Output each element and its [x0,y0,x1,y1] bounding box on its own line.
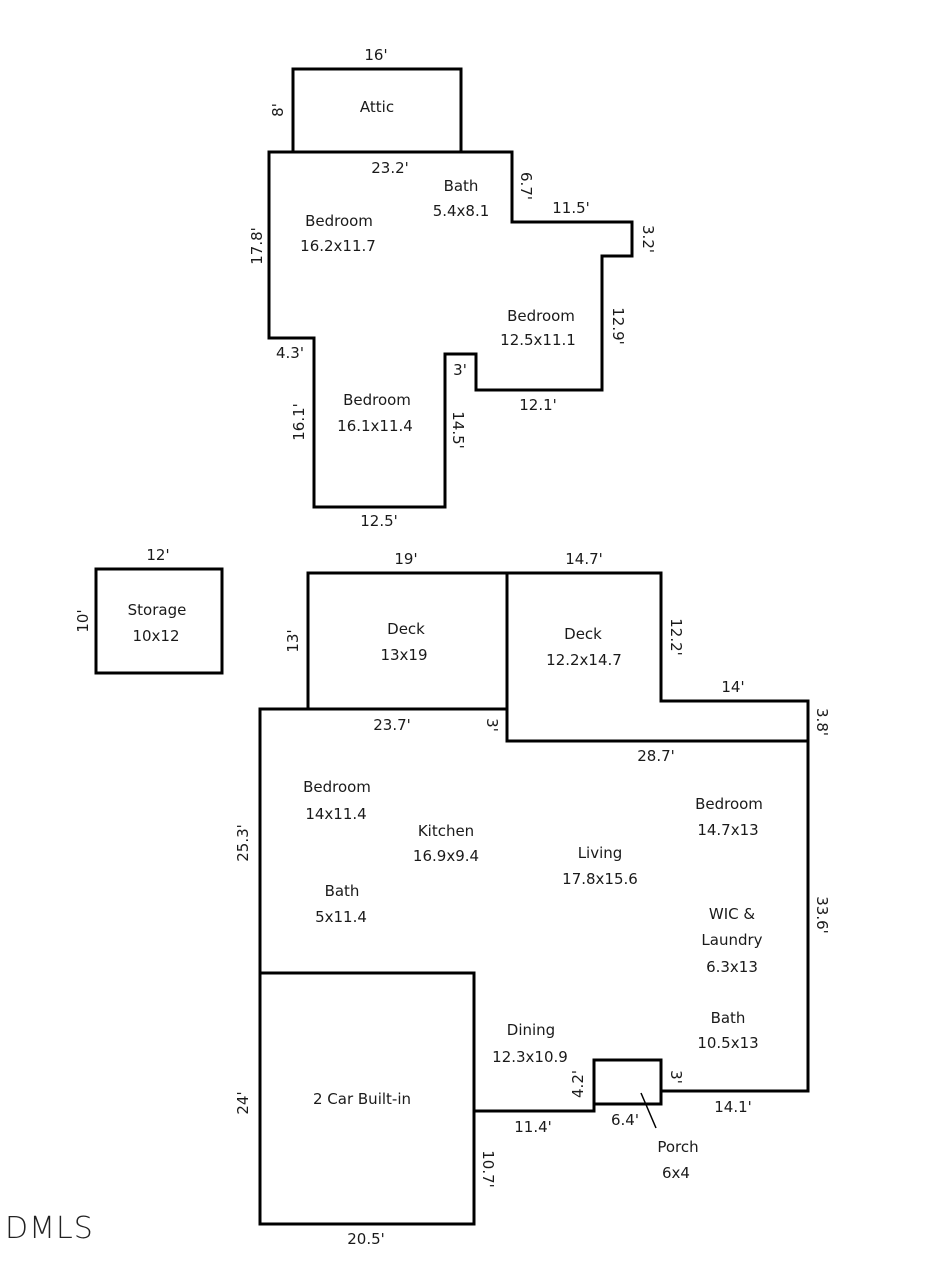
dim-label: 14.5' [449,411,467,449]
dim-label: 14.7' [565,550,603,568]
deck-left-outline [306,571,509,711]
room-size-bath-main-1: 5x11.4 [315,908,367,926]
dim-label: 12.1' [519,396,557,414]
dim-label: 10' [74,609,92,632]
dim-label: 3.8' [813,708,831,736]
porch-pointer-line [640,1092,657,1129]
room-label-bath: Bath [444,177,479,195]
room-label-deck-2: Deck [564,625,602,643]
dim-label: 4.2' [569,1070,587,1098]
room-label-wic-laundry: WIC & [709,905,755,923]
storage-outline [94,567,224,675]
room-label-bedroom-main-2: Bedroom [695,795,763,813]
upper-floor-outline [267,150,634,509]
dim-label: 12.2' [667,618,685,656]
dim-label: 23.7' [373,716,411,734]
room-label-bedroom-2: Bedroom [507,307,575,325]
room-size-deck-1: 13x19 [380,646,427,664]
brand-logo-text: DMLS [5,1211,94,1246]
room-label-kitchen: Kitchen [418,822,474,840]
room-size-wic-laundry: 6.3x13 [706,958,758,976]
room-size-bath: 5.4x8.1 [433,202,490,220]
garage-outline [258,971,476,1226]
room-size-living: 17.8x15.6 [562,870,638,888]
room-label-wic-laundry-line2: Laundry [701,931,762,949]
dim-label: 3.2' [639,225,657,253]
dim-label: 12.9' [609,307,627,345]
room-label-bath-main-2: Bath [711,1009,746,1027]
room-label-bedroom-1: Bedroom [305,212,373,230]
dim-label: 3' [483,718,501,732]
dim-label: 16.1' [290,403,308,441]
room-size-bedroom-1: 16.2x11.7 [300,237,376,255]
dim-label: 14' [721,678,744,696]
room-label-bath-main-1: Bath [325,882,360,900]
dim-label: 25.3' [234,824,252,862]
porch-outline [592,1058,663,1106]
room-label-living: Living [578,844,623,862]
room-label-dining: Dining [507,1021,555,1039]
room-size-bedroom-3: 16.1x11.4 [337,417,413,435]
dim-label: 3' [667,1070,685,1084]
room-size-bedroom-2: 12.5x11.1 [500,331,576,349]
room-label-attic: Attic [360,98,394,116]
room-label-bedroom-3: Bedroom [343,391,411,409]
dim-label: 6.7' [517,172,535,200]
dim-label: 24' [234,1091,252,1114]
room-size-dining: 12.3x10.9 [492,1048,568,1066]
room-size-deck-2: 12.2x14.7 [546,651,622,669]
upper-floor: Attic Bath 5.4x8.1 Bedroom 16.2x11.7 Bed… [248,46,657,530]
room-size-porch: 6x4 [662,1164,690,1182]
dim-label: 12.5' [360,512,398,530]
dim-label: 33.6' [813,896,831,934]
dim-label: 13' [284,629,302,652]
dim-label: 14.1' [714,1098,752,1116]
dim-label: 6.4' [611,1111,639,1129]
room-size-bedroom-main-2: 14.7x13 [697,821,758,839]
room-size-bath-main-2: 10.5x13 [697,1034,758,1052]
room-label-porch: Porch [657,1138,698,1156]
dim-label: 23.2' [371,159,409,177]
dim-label: 16' [364,46,387,64]
room-label-deck-1: Deck [387,620,425,638]
storage-building: Storage 10x12 12' 10' [74,546,224,675]
dim-label: 11.4' [514,1118,552,1136]
room-label-bedroom-main-1: Bedroom [303,778,371,796]
room-size-bedroom-main-1: 14x11.4 [305,805,366,823]
dim-label: 10.7' [479,1150,497,1188]
dim-label: 28.7' [637,747,675,765]
dim-label: 8' [269,103,287,117]
dim-label: 3' [453,361,467,379]
dim-label: 4.3' [276,344,304,362]
room-size-kitchen: 16.9x9.4 [413,847,479,865]
dim-label: 20.5' [347,1230,385,1248]
dim-label: 12' [146,546,169,564]
room-size-storage: 10x12 [132,627,179,645]
room-label-garage: 2 Car Built-in [313,1090,411,1108]
main-floor: Deck 13x19 Deck 12.2x14.7 Bedroom 14x11.… [234,550,831,1248]
dim-label: 19' [394,550,417,568]
room-label-storage: Storage [128,601,187,619]
dim-label: 11.5' [552,199,590,217]
dim-label: 17.8' [248,227,266,265]
